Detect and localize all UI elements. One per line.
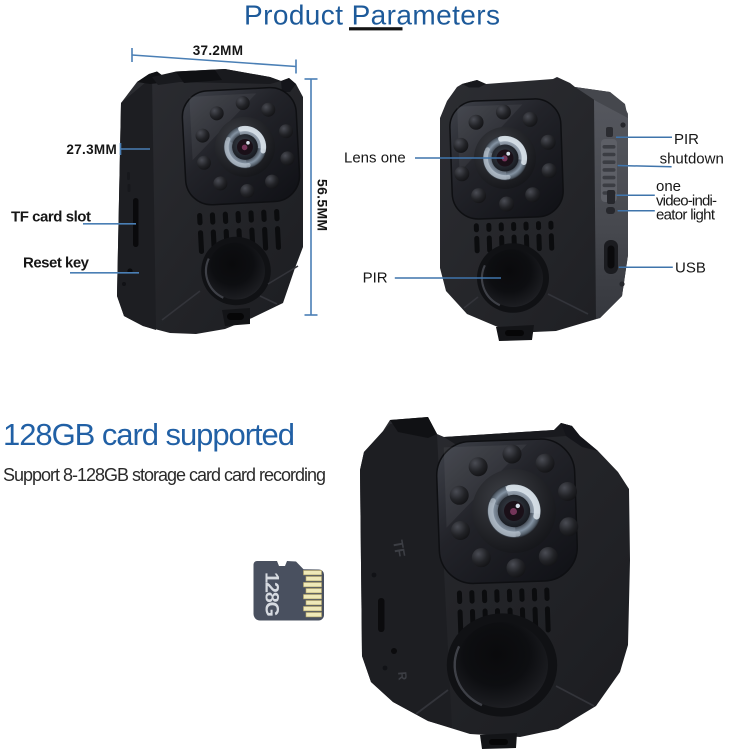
- svg-text:R: R: [395, 671, 410, 681]
- svg-text:Lens one: Lens one: [344, 150, 406, 167]
- svg-text:USB: USB: [675, 260, 706, 277]
- svg-text:video-indi-: video-indi-: [656, 193, 717, 210]
- svg-text:shutdown: shutdown: [660, 151, 724, 168]
- svg-text:eator light: eator light: [656, 207, 716, 224]
- svg-text:27.3MM: 27.3MM: [66, 142, 117, 157]
- svg-text:PIR: PIR: [363, 270, 388, 287]
- svg-text:Support 8-128GB storage card c: Support 8-128GB storage card card record…: [3, 465, 326, 485]
- svg-text:128G: 128G: [261, 572, 283, 616]
- svg-text:128GB card supported: 128GB card supported: [3, 417, 295, 452]
- svg-text:PIR: PIR: [674, 131, 699, 148]
- svg-text:Reset key: Reset key: [23, 255, 90, 272]
- svg-text:37.2MM: 37.2MM: [193, 43, 244, 58]
- svg-text:TF card slot: TF card slot: [11, 209, 91, 226]
- svg-text:56.5MM: 56.5MM: [315, 179, 331, 231]
- svg-text:TF: TF: [390, 539, 409, 559]
- svg-text:Product Parameters: Product Parameters: [244, 0, 500, 31]
- svg-text:one: one: [656, 178, 681, 195]
